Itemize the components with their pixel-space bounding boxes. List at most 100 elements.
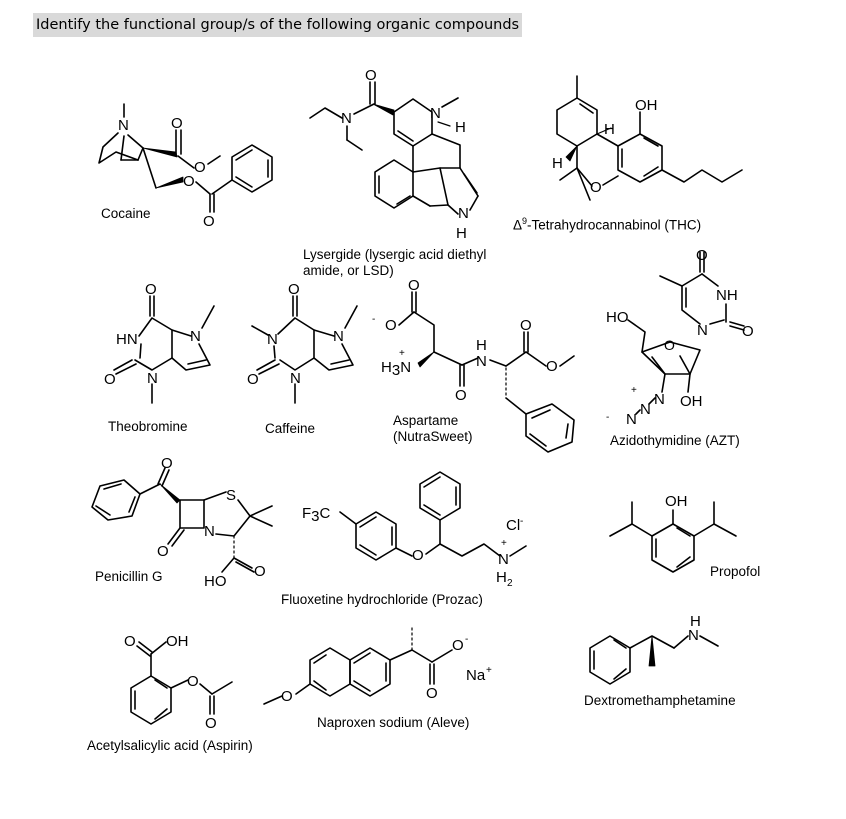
svg-text:O: O — [385, 317, 397, 334]
svg-text:O: O — [194, 159, 206, 176]
svg-text:H: H — [604, 121, 615, 138]
svg-text:O: O — [203, 213, 215, 230]
svg-text:+: + — [501, 538, 507, 549]
svg-text:OH: OH — [680, 393, 703, 410]
svg-text:H: H — [456, 225, 467, 242]
thc-structure: H H O OH — [552, 75, 743, 201]
aspartame-label-line2: (NutraSweet) — [393, 429, 473, 444]
svg-text:O: O — [455, 387, 467, 404]
worksheet-heading: Identify the functional group/s of the f… — [33, 13, 523, 37]
svg-text:H3N: H3N — [381, 359, 411, 379]
dextromethamphetamine-label: Dextromethamphetamine — [584, 693, 736, 708]
svg-text:N: N — [498, 551, 509, 568]
svg-text:O: O — [187, 673, 199, 690]
svg-text:O: O — [696, 247, 708, 264]
svg-text:O: O — [412, 547, 424, 564]
svg-text:N: N — [333, 328, 344, 345]
svg-text:-: - — [606, 412, 609, 423]
thc-label-text: -Tetrahydrocannabinol (THC) — [527, 217, 702, 233]
svg-text:N: N — [190, 328, 201, 345]
svg-text:N: N — [290, 370, 301, 387]
azt-structure: O NH O N HO O N OH + N N - — [606, 247, 754, 428]
svg-text:N: N — [341, 110, 352, 127]
svg-text:N: N — [476, 353, 487, 370]
svg-text:O: O — [452, 637, 464, 654]
svg-text:H: H — [496, 569, 507, 586]
cocaine-label: Cocaine — [101, 206, 151, 221]
svg-text:-: - — [520, 516, 523, 527]
svg-text:+: + — [486, 665, 492, 676]
svg-text:O: O — [520, 317, 532, 334]
dextromethamphetamine-structure: N H — [589, 613, 719, 685]
svg-text:O: O — [247, 371, 259, 388]
svg-text:N: N — [267, 331, 278, 348]
svg-text:O: O — [365, 67, 377, 84]
lsd-label-line1: Lysergide (lysergic acid diethyl — [303, 247, 487, 262]
svg-text:H: H — [690, 613, 701, 630]
aspartame-label-line1: Aspartame — [393, 413, 459, 428]
svg-text:NH: NH — [716, 287, 738, 304]
svg-text:O: O — [742, 323, 754, 340]
svg-text:H: H — [455, 119, 466, 136]
cocaine-structure: N O O O O — [98, 103, 273, 230]
aspirin-structure: O OH O O — [124, 633, 233, 732]
svg-text:N: N — [654, 391, 665, 408]
svg-text:N: N — [118, 117, 129, 134]
fluoxetine-structure: F3C O N + H 2 Cl - — [302, 471, 527, 589]
svg-text:-: - — [465, 634, 468, 645]
fluoxetine-label: Fluoxetine hydrochloride (Prozac) — [281, 592, 483, 607]
svg-text:O: O — [104, 371, 116, 388]
svg-text:O: O — [124, 633, 136, 650]
lsd-structure: N O N H N H — [309, 67, 479, 242]
svg-text:H: H — [476, 337, 487, 354]
lsd-label-line2: amide, or LSD) — [303, 263, 394, 278]
svg-text:Na: Na — [466, 667, 486, 684]
svg-text:Cl: Cl — [506, 517, 520, 534]
naproxen-label: Naproxen sodium (Aleve) — [317, 715, 470, 730]
svg-text:+: + — [631, 385, 637, 396]
thc-label: Δ9-Tetrahydrocannabinol (THC) — [513, 216, 702, 233]
svg-text:+: + — [399, 348, 405, 359]
svg-text:-: - — [372, 314, 375, 325]
svg-text:O: O — [161, 455, 173, 472]
svg-text:N: N — [640, 401, 651, 418]
svg-text:O: O — [205, 715, 217, 732]
svg-text:O: O — [408, 277, 420, 294]
penicillin-structure: O O N S O HO — [91, 455, 273, 590]
svg-text:N: N — [626, 411, 637, 428]
svg-text:HO: HO — [204, 573, 227, 590]
svg-text:OH: OH — [665, 493, 688, 510]
svg-text:N: N — [458, 205, 469, 222]
svg-text:OH: OH — [166, 633, 189, 650]
svg-text:O: O — [281, 688, 293, 705]
azt-label: Azidothymidine (AZT) — [610, 433, 740, 448]
svg-text:O: O — [254, 563, 266, 580]
svg-text:HO: HO — [606, 309, 629, 326]
svg-text:N: N — [697, 322, 708, 339]
svg-text:H: H — [552, 155, 563, 172]
aspartame-structure: - O O + H3N O N H O O — [372, 277, 575, 453]
naproxen-structure: O O - O Na + — [263, 627, 492, 705]
svg-text:S: S — [226, 487, 236, 504]
svg-text:OH: OH — [635, 97, 658, 114]
penicillin-label: Penicillin G — [95, 569, 163, 584]
svg-text:N: N — [147, 370, 158, 387]
svg-text:O: O — [157, 543, 169, 560]
svg-text:O: O — [171, 115, 183, 132]
svg-text:N: N — [204, 523, 215, 540]
svg-text:HN: HN — [116, 331, 138, 348]
svg-text:O: O — [426, 685, 438, 702]
theobromine-structure: O HN N O N — [104, 281, 215, 404]
svg-text:2: 2 — [507, 578, 513, 589]
svg-text:O: O — [183, 173, 195, 190]
caffeine-structure: O N N O N — [247, 281, 358, 404]
propofol-structure: OH — [609, 493, 737, 573]
thc-superscript: 9 — [522, 216, 528, 226]
svg-text:O: O — [590, 179, 602, 196]
caffeine-label: Caffeine — [265, 421, 316, 436]
svg-text:O: O — [145, 281, 157, 298]
svg-text:N: N — [430, 105, 441, 122]
svg-text:O: O — [546, 358, 558, 375]
theobromine-label: Theobromine — [108, 419, 188, 434]
